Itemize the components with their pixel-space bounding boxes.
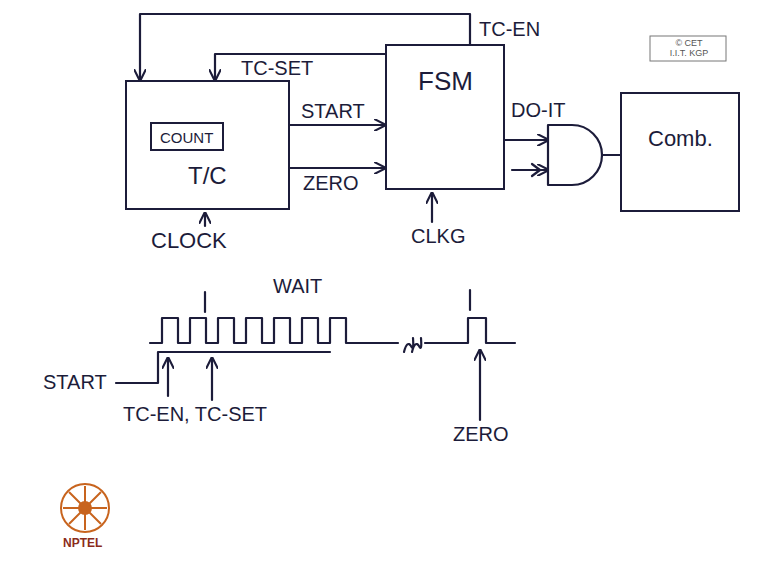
watermark: I.I.T. KGP <box>650 49 728 58</box>
gate-output <box>602 154 620 156</box>
start-arrow <box>167 358 169 396</box>
do-it-wire <box>505 139 548 141</box>
waveform-label: WAIT <box>272 276 323 296</box>
and-gate <box>548 125 602 185</box>
signal-connector <box>215 54 385 80</box>
node-label: FSM <box>418 68 473 94</box>
signal-name: TC-SET <box>240 58 314 78</box>
clock-arrow <box>204 213 206 226</box>
clock-waveform <box>425 318 515 343</box>
zero-arrow <box>479 350 481 420</box>
clock-waveform <box>150 318 398 343</box>
timer-counter-box: T/C COUNT <box>125 80 290 210</box>
tick-mark <box>469 290 471 310</box>
signal-name: TC-EN <box>478 19 541 39</box>
signal-name: CLOCK <box>150 230 228 252</box>
fsm-box: FSM <box>385 44 505 190</box>
signal-connector <box>290 124 385 126</box>
logo-text: NPTEL <box>62 537 103 549</box>
node-label: T/C <box>188 164 227 188</box>
clkg-arrow <box>431 193 433 222</box>
signal-name: START <box>42 372 108 392</box>
count-register-box: COUNT <box>150 122 224 151</box>
break-mark <box>404 338 421 352</box>
input-wire <box>512 169 548 171</box>
tc-arrow <box>211 358 213 400</box>
nptel-logo <box>61 484 109 532</box>
node-label: COUNT <box>160 130 213 145</box>
signal-name: CLKG <box>410 226 466 246</box>
signal-connector <box>290 167 385 169</box>
signal-name: TC-EN, TC-SET <box>122 404 268 424</box>
signal-name: ZERO <box>452 424 510 444</box>
node-label: Comb. <box>648 128 713 150</box>
signal-name: DO-IT <box>510 100 566 120</box>
signal-name: ZERO <box>302 173 360 193</box>
start-waveform <box>116 352 330 383</box>
tick-mark <box>204 292 206 312</box>
input-wire-head <box>532 164 540 176</box>
watermark: © CET <box>650 39 728 48</box>
combinational-box: Comb. <box>620 92 740 212</box>
signal-name: START <box>300 101 366 121</box>
